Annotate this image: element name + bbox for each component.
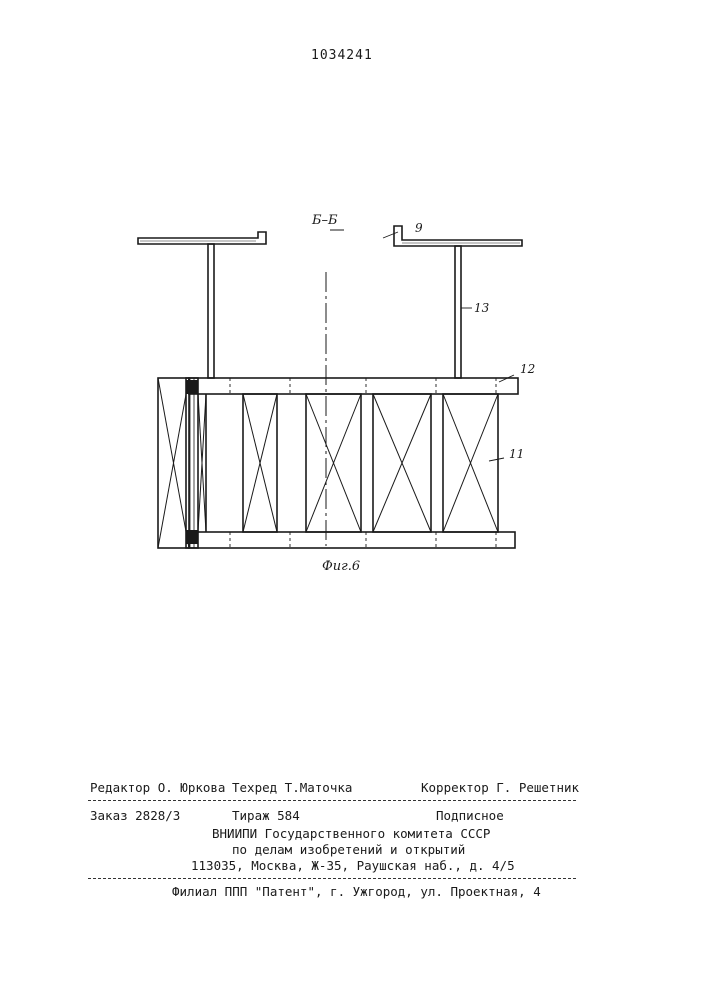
circulation: Тираж 584 [232,808,300,823]
order-number: Заказ 2828/3 [90,808,180,823]
subscription-note: Подписное [436,808,504,823]
corrector-credit: Корректор Г. Решетник [421,780,579,795]
divider-top [88,800,576,801]
branch-address: Филиал ППП "Патент", г. Ужгород, ул. Про… [172,884,541,899]
org-department: по делам изобретений и открытий [232,842,465,857]
org-address: 113035, Москва, Ж-35, Раушская наб., д. … [191,858,515,873]
techred-credit: Техред Т.Маточка [232,780,352,795]
editor-credit: Редактор О. Юркова [90,780,225,795]
org-name: ВНИИПИ Государственного комитета СССР [212,826,490,841]
divider-bottom [88,878,576,879]
